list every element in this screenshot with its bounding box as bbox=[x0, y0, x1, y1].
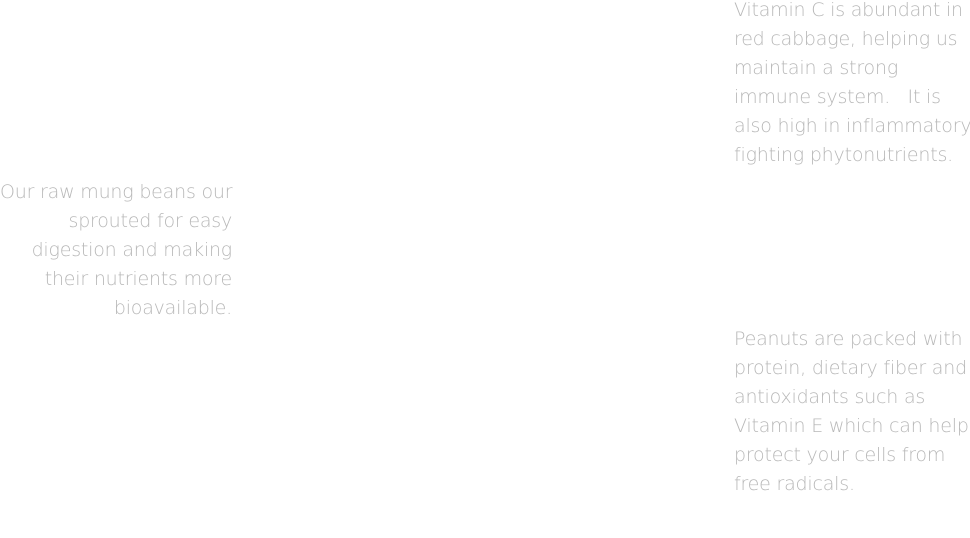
callout-line: also high in inflammatory bbox=[734, 115, 970, 137]
red-cabbage-callout: Vitamin C is abundant in red cabbage, he… bbox=[734, 0, 970, 170]
callout-line: Vitamin C is abundant in bbox=[734, 0, 963, 21]
callout-line: maintain a strong bbox=[734, 57, 899, 79]
callout-line: fighting phytonutrients. bbox=[734, 144, 953, 166]
peanuts-callout: Peanuts are packed with protein, dietary… bbox=[734, 325, 970, 499]
callout-line: immune system. It is bbox=[734, 86, 941, 108]
mung-beans-callout: Our raw mung beans our sprouted for easy… bbox=[0, 178, 233, 323]
callout-line: Our raw mung beans our bbox=[0, 181, 233, 203]
callout-line: sprouted for easy bbox=[68, 210, 233, 232]
callout-line: Vitamin E which can help bbox=[734, 415, 969, 437]
callout-line: bioavailable. bbox=[113, 297, 232, 319]
callout-line: protein, dietary fiber and bbox=[734, 357, 967, 379]
callout-line: Peanuts are packed with bbox=[734, 328, 963, 350]
callout-line: antioxidants such as bbox=[734, 386, 926, 408]
callout-line: their nutrients more bbox=[44, 268, 232, 290]
callout-line: red cabbage, helping us bbox=[734, 28, 958, 50]
callout-line: free radicals. bbox=[734, 473, 855, 495]
callout-line: protect your cells from bbox=[734, 444, 946, 466]
callout-line: digestion and making bbox=[31, 239, 233, 261]
